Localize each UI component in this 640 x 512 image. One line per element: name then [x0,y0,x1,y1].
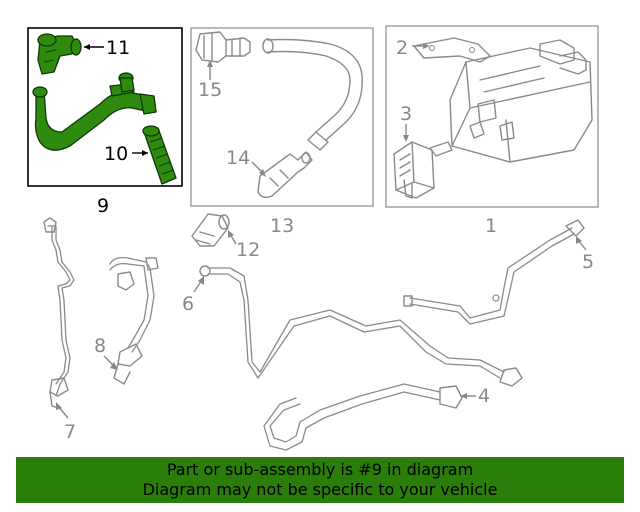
callout-12: 12 [236,239,260,261]
notice-line-1: Part or sub-assembly is #9 in diagram [166,460,474,479]
callout-7: 7 [64,421,76,443]
callout-10: 10 [104,143,128,165]
sensor-7[interactable] [43,217,75,409]
valve-3[interactable] [393,141,435,199]
callout-5: 5 [582,251,594,273]
group-box-13 [190,27,374,207]
callout-1: 1 [485,215,497,237]
callout-15: 15 [198,79,222,101]
callout-13: 13 [270,215,294,237]
callout-9: 9 [97,195,109,217]
hose-4[interactable] [263,383,463,451]
hose-10[interactable] [142,125,177,185]
callout-2: 2 [396,37,408,59]
callout-14: 14 [226,147,250,169]
tube-6[interactable] [199,265,523,387]
connector-12[interactable] [191,213,230,247]
fuel-hose-13[interactable] [262,38,363,151]
connector-14[interactable] [257,151,313,199]
connector-11[interactable] [37,33,82,75]
group-box-1 [385,25,599,208]
tube-5[interactable] [403,219,585,325]
callout-arrow-8 [103,355,115,367]
callout-3: 3 [400,103,412,125]
connector-15[interactable] [195,31,251,63]
bracket-2[interactable] [413,37,491,63]
callout-8: 8 [94,335,106,357]
callout-11: 11 [106,37,130,59]
callout-4: 4 [478,385,490,407]
hose-assembly-9[interactable] [32,72,157,151]
sensor-8[interactable] [109,256,159,385]
notice-banner: Part or sub-assembly is #9 in diagram Di… [16,457,624,503]
callout-6: 6 [182,293,194,315]
notice-line-2: Diagram may not be specific to your vehi… [142,480,498,499]
